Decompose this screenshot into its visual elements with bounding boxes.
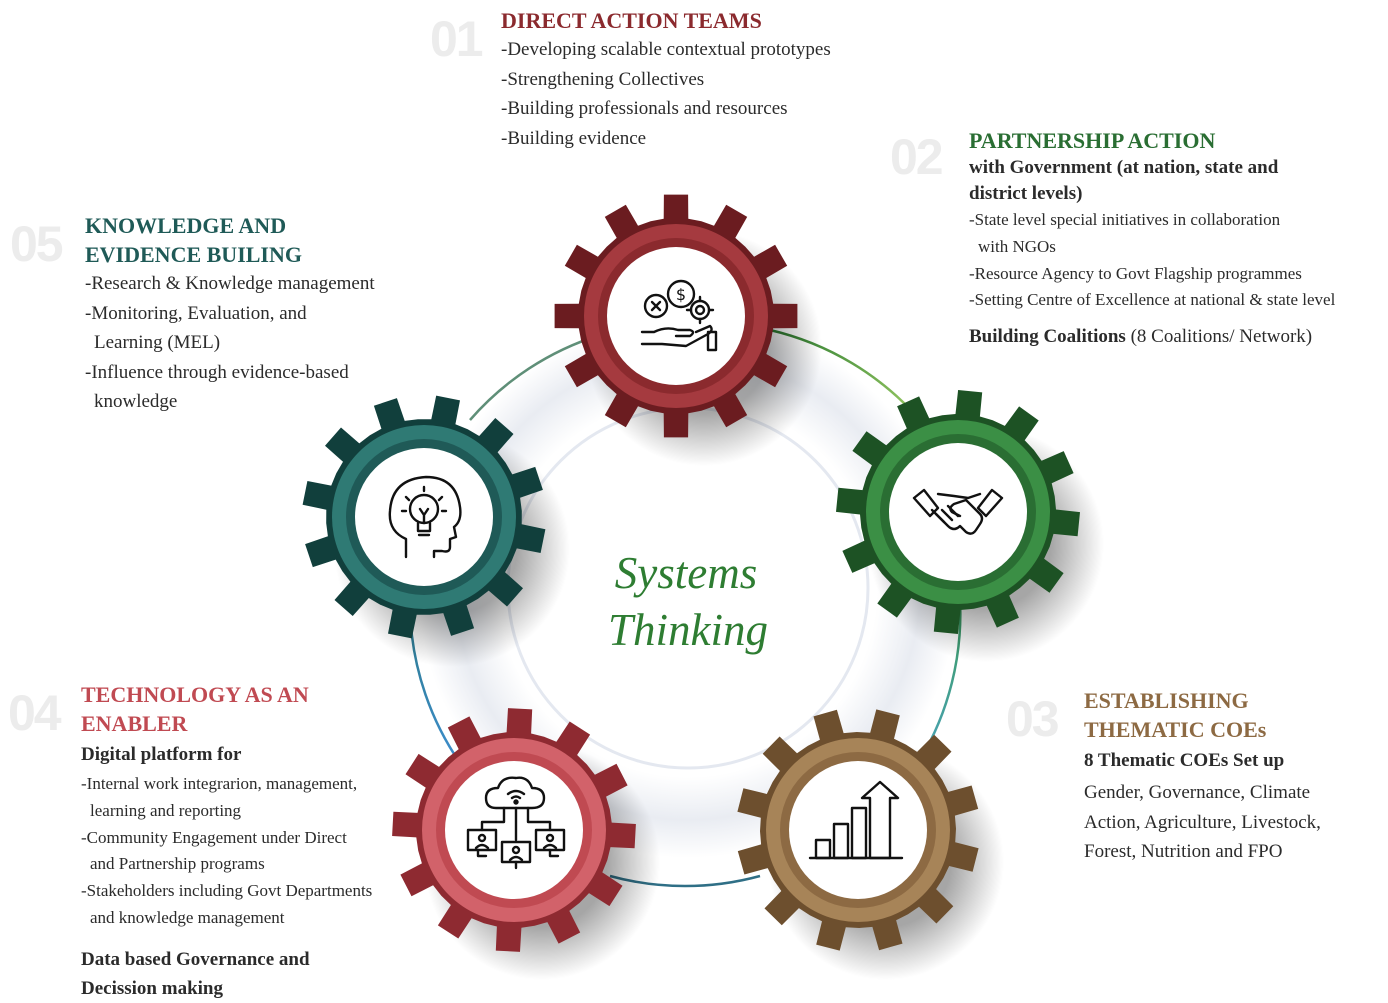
money-hand-gear-icon: $	[640, 279, 718, 352]
gear-s04	[392, 708, 660, 980]
section-heading-03: THEMATIC COEs	[1084, 717, 1267, 742]
list-item: learning and reporting	[90, 800, 242, 820]
list-item: Action, Agriculture, Livestock,	[1084, 811, 1321, 833]
section-footer-04: Decission making	[81, 977, 223, 999]
section-subheading-02: district levels)	[969, 183, 1083, 204]
gear-center	[607, 247, 745, 385]
list-item: -Building professionals and resources	[501, 98, 788, 119]
list-item: -Monitoring, Evaluation, and	[85, 302, 307, 324]
center-title-line2: Thinking	[608, 605, 768, 655]
section-subheading-02: with Government (at nation, state and	[969, 157, 1279, 178]
list-item: and Partnership programs	[90, 854, 265, 874]
list-item: -State level special initiatives in coll…	[969, 210, 1281, 229]
gear-center	[789, 761, 927, 899]
gear-s02	[836, 390, 1104, 662]
section-number-04: 04	[8, 685, 62, 741]
list-item: -Building evidence	[501, 127, 647, 149]
section-footer-04: Data based Governance and	[81, 948, 310, 970]
list-item: Forest, Nutrition and FPO	[1084, 841, 1283, 862]
svg-text:$: $	[676, 285, 686, 304]
coalitions-line: Building Coalitions (8 Coalitions/ Netwo…	[969, 322, 1335, 352]
list-item: and knowledge management	[90, 907, 285, 927]
section-heading-05: KNOWLEDGE AND	[85, 213, 287, 238]
list-item: -Community Engagement under Direct	[81, 827, 347, 847]
list-item: Learning (MEL)	[94, 332, 221, 353]
gear-s05	[302, 395, 570, 667]
section-heading-04: TECHNOLOGY AS AN	[81, 682, 309, 707]
section-heading-01: DIRECT ACTION TEAMS	[501, 8, 762, 33]
list-item: -Resource Agency to Govt Flagship progra…	[969, 263, 1302, 283]
gear-s01: $	[554, 194, 822, 466]
list-item: with NGOs	[978, 236, 1056, 256]
list-item: -Setting Centre of Excellence at nationa…	[969, 290, 1336, 310]
list-item: -Research & Knowledge management	[85, 273, 375, 294]
gear-center	[445, 761, 583, 899]
handshake-icon	[912, 488, 1004, 535]
section-subheading-04: Digital platform for	[81, 744, 242, 765]
coalitions-bold: Building Coalitions	[969, 326, 1126, 348]
center-title-line1: Systems	[615, 548, 757, 598]
section-number-03: 03	[1006, 691, 1060, 747]
section-number-02: 02	[890, 129, 944, 185]
cloud-network-icon	[466, 776, 566, 870]
list-item: -Stakeholders including Govt Departments	[81, 881, 373, 901]
coalitions-rest: (8 Coalitions/ Network)	[1125, 326, 1313, 348]
list-item: -Developing scalable contextual prototyp…	[501, 39, 831, 60]
section-heading-04: ENABLER	[81, 711, 188, 736]
gear-center	[889, 443, 1027, 581]
section-heading-05: EVIDENCE BUILING	[85, 242, 302, 267]
gear-s03	[737, 709, 1004, 980]
section-heading-03: ESTABLISHING	[1084, 688, 1249, 713]
section-number-05: 05	[10, 216, 64, 272]
list-item: -Internal work integrarion, management,	[81, 774, 358, 793]
section-subheading-03: 8 Thematic COEs Set up	[1084, 750, 1285, 771]
section-heading-02: PARTNERSHIP ACTION	[969, 128, 1216, 153]
section-number-01: 01	[430, 11, 484, 67]
growth-chart-icon	[808, 780, 904, 860]
list-item: -Strengthening Collectives	[501, 68, 705, 90]
list-item: knowledge	[94, 391, 178, 412]
list-item: Gender, Governance, Climate	[1084, 782, 1311, 803]
list-item: -Influence through evidence-based	[85, 361, 349, 383]
head-lightbulb-icon	[388, 475, 462, 559]
